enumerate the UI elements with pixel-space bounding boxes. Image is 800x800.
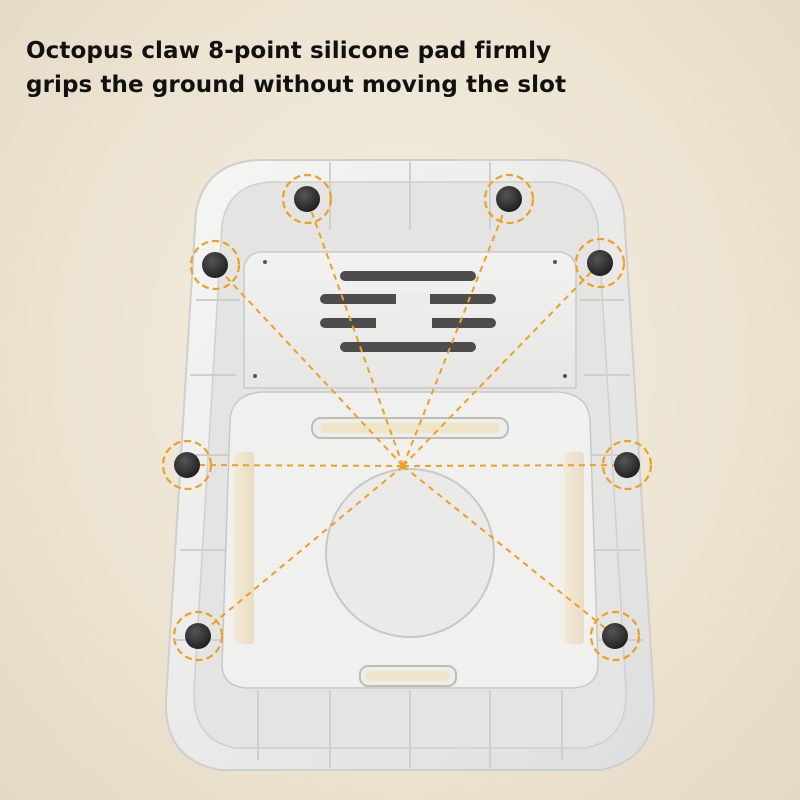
pad-top-right-inner (483, 173, 535, 225)
pad-top-left-inner (281, 173, 333, 225)
rim-ribs (176, 162, 644, 768)
silicone-pads (161, 173, 653, 662)
pad-top-left-outer (189, 239, 241, 291)
pad-middle-right (601, 439, 653, 491)
pad-top-right-outer (574, 237, 626, 289)
center-lines (186, 198, 628, 637)
pad-bottom-left (172, 610, 224, 662)
left-strip (234, 452, 254, 644)
headline: Octopus claw 8-point silicone pad firmly… (26, 34, 586, 102)
screw-dots (253, 260, 567, 378)
vent-slots (320, 271, 496, 352)
pad-middle-left (161, 439, 213, 491)
right-strip (564, 452, 584, 644)
headline-line-1: Octopus claw 8-point silicone pad firmly (26, 38, 552, 64)
center-disc (325, 468, 495, 638)
headline-line-2: grips the ground without moving the slot (26, 72, 567, 98)
pad-bottom-right (589, 610, 641, 662)
